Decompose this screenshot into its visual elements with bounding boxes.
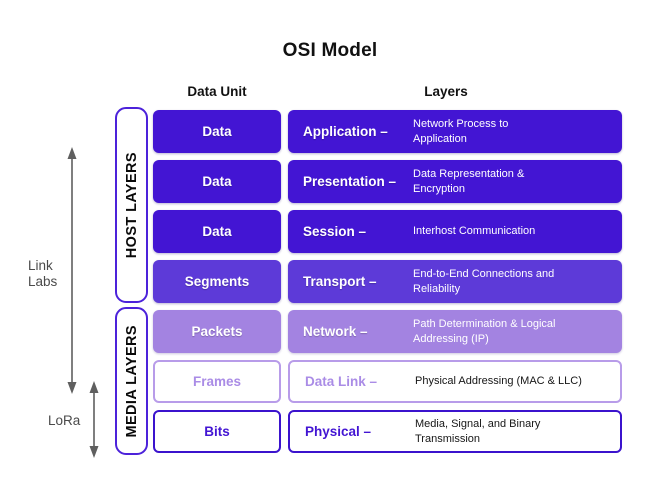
up-down-arrow-icon — [67, 147, 77, 394]
layer-cell: Presentation – Data Representation & Enc… — [288, 160, 622, 203]
host-layers-group-label: HOST LAYERS — [115, 107, 148, 303]
layer-cell: Physical – Media, Signal, and Binary Tra… — [288, 410, 622, 453]
row-presentation: Data Presentation – Data Representation … — [153, 160, 622, 203]
layer-name: Network – — [303, 324, 368, 339]
layer-cell: Session – Interhost Communication — [288, 210, 622, 253]
host-layers-text: HOST LAYERS — [123, 151, 140, 259]
data-unit-cell: Data — [153, 110, 281, 153]
layer-cell: Network – Path Determination & Logical A… — [288, 310, 622, 353]
layer-cell: Transport – End-to-End Connections and R… — [288, 260, 622, 303]
layer-description: Data Representation & Encryption — [413, 168, 525, 195]
layer-name: Session – — [303, 224, 367, 239]
column-header-layers: Layers — [424, 84, 468, 99]
data-unit-cell: Frames — [153, 360, 281, 403]
data-unit-cell: Segments — [153, 260, 281, 303]
layer-name: Physical – — [305, 424, 372, 439]
media-layers-group-label: MEDIA LAYERS — [115, 307, 148, 455]
column-header-data-unit: Data Unit — [187, 84, 247, 99]
layer-cell: Application – Network Process to Applica… — [288, 110, 622, 153]
link-labs-label: Link Labs — [28, 258, 58, 289]
row-application: Data Application – Network Process to Ap… — [153, 110, 622, 153]
row-session: Data Session – Interhost Communication — [153, 210, 622, 253]
data-unit-cell: Data — [153, 160, 281, 203]
layer-name: Presentation – — [303, 174, 397, 189]
data-unit-cell: Data — [153, 210, 281, 253]
row-physical: Bits Physical – Media, Signal, and Binar… — [153, 410, 622, 453]
layer-description: Network Process to Application — [413, 118, 509, 145]
layer-name: Transport – — [303, 274, 377, 289]
media-layers-text: MEDIA LAYERS — [123, 324, 140, 438]
layer-cell: Data Link – Physical Addressing (MAC & L… — [288, 360, 622, 403]
layer-description: Media, Signal, and Binary Transmission — [415, 418, 541, 445]
row-transport: Segments Transport – End-to-End Connecti… — [153, 260, 622, 303]
layer-name: Data Link – — [305, 374, 378, 389]
layer-description: Path Determination & Logical Addressing … — [413, 318, 556, 345]
row-data-link: Frames Data Link – Physical Addressing (… — [153, 360, 622, 403]
data-unit-cell: Packets — [153, 310, 281, 353]
layer-description: End-to-End Connections and Reliability — [413, 268, 555, 295]
data-unit-cell: Bits — [153, 410, 281, 453]
lora-label: LoRa — [48, 413, 81, 428]
page-title: OSI Model — [282, 40, 378, 61]
layer-description: Physical Addressing (MAC & LLC) — [415, 375, 582, 388]
layer-description: Interhost Communication — [413, 225, 536, 238]
up-down-arrow-icon — [89, 381, 99, 458]
row-network: Packets Network – Path Determination & L… — [153, 310, 622, 353]
layer-name: Application – — [303, 124, 388, 139]
